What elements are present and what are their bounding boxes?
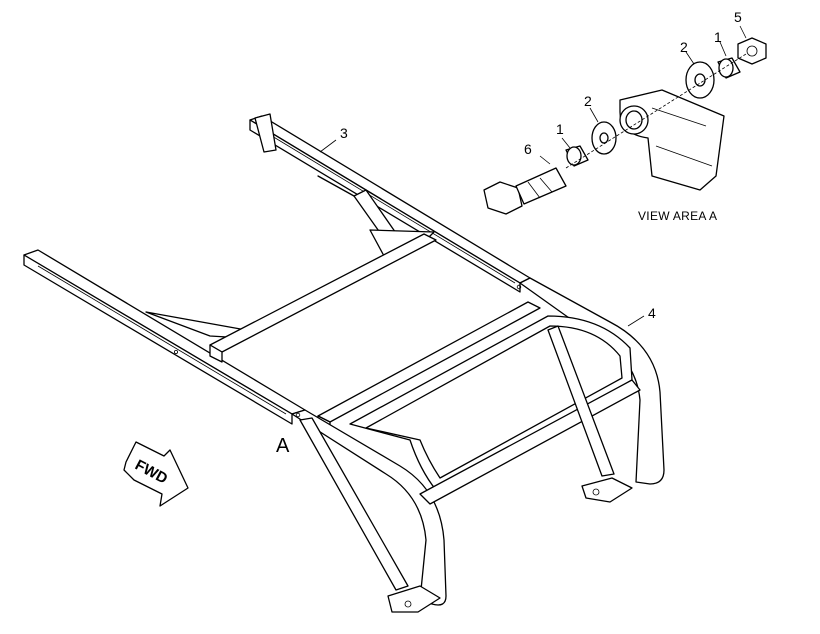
leader-lines [319, 139, 645, 327]
callout-4: 4 [648, 305, 656, 321]
callout-6: 6 [524, 141, 532, 157]
bushing-part-1-right [717, 57, 741, 79]
fwd-arrow: FWD [123, 441, 189, 507]
callout-3: 3 [340, 125, 348, 141]
callout-1-left: 1 [556, 121, 564, 137]
view-marker-a: A [276, 435, 290, 457]
washer-part-2-right [685, 61, 715, 99]
view-area-a-detail [483, 25, 767, 215]
mounting-bracket [619, 89, 725, 191]
rail-part-3 [249, 113, 531, 293]
rail-front [23, 249, 306, 425]
callout-1-right: 1 [714, 29, 722, 45]
callout-2-left: 2 [584, 93, 592, 109]
bolt-part-6 [483, 167, 567, 215]
guard-part-4 [291, 277, 665, 613]
callout-5: 5 [734, 9, 742, 25]
assembly-axis [565, 53, 747, 169]
callout-labels: 3 4 6 1 2 2 1 5 A VIEW AREA A [276, 9, 742, 457]
frame-assembly [23, 113, 665, 613]
nut-part-5 [737, 37, 767, 65]
washer-part-2-left [591, 121, 617, 155]
bushing-part-1-left [565, 145, 589, 167]
view-area-caption: VIEW AREA A [638, 209, 717, 223]
detail-leaders [539, 25, 747, 165]
callout-2-right: 2 [680, 39, 688, 55]
